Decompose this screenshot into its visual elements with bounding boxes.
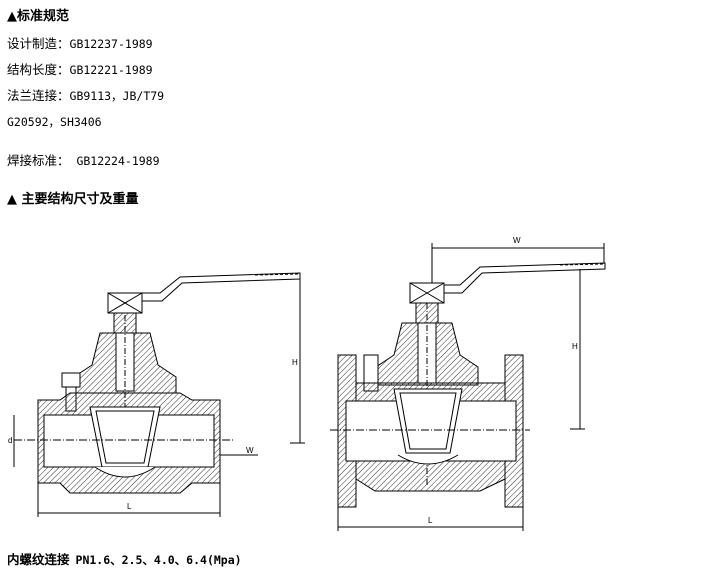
standard-value: GB12221-1989 bbox=[69, 63, 153, 77]
footer-line: 内螺纹连接 PN1.6、2.5、4.0、6.4(Mpa) bbox=[7, 552, 242, 568]
structure-title: ▲ 主要结构尺寸及重量 bbox=[7, 192, 139, 207]
flanged-valve-drawing bbox=[330, 243, 606, 531]
valve-drawings: d H W L W H L bbox=[8, 236, 606, 531]
standard-label: 法兰连接： bbox=[7, 88, 70, 103]
standard-value: GB12237-1989 bbox=[69, 37, 153, 51]
standard-label: 设计制造： bbox=[7, 36, 70, 51]
dim-label-l: L bbox=[127, 502, 132, 511]
dim-label-w: W bbox=[513, 236, 521, 245]
standard-design: 设计制造：GB12237-1989 bbox=[7, 36, 153, 52]
threaded-valve-drawing bbox=[13, 272, 305, 517]
footer-value: PN1.6、2.5、4.0、6.4(Mpa) bbox=[75, 553, 242, 567]
standard-label: 结构长度： bbox=[7, 62, 70, 77]
standard-value: GB9113，JB/T79 bbox=[69, 89, 165, 103]
standard-length: 结构长度：GB12221-1989 bbox=[7, 62, 153, 78]
dim-label-h: H bbox=[572, 342, 578, 351]
standard-label: 焊接标准： bbox=[7, 153, 70, 168]
dim-label-w: W bbox=[246, 446, 254, 455]
standard-welding: 焊接标准： GB12224-1989 bbox=[7, 153, 160, 169]
standard-flange: 法兰连接：GB9113，JB/T79 bbox=[7, 88, 165, 104]
dim-label-l: L bbox=[428, 516, 433, 525]
standard-flange-cont: G20592，SH3406 bbox=[7, 115, 102, 129]
standards-title: ▲标准规范 bbox=[7, 9, 69, 24]
standard-value: GB12224-1989 bbox=[69, 154, 160, 168]
dim-label-d: d bbox=[8, 436, 12, 445]
footer-label: 内螺纹连接 bbox=[7, 552, 70, 567]
standard-value: G20592，SH3406 bbox=[7, 115, 102, 129]
dim-label-h: H bbox=[292, 358, 298, 367]
